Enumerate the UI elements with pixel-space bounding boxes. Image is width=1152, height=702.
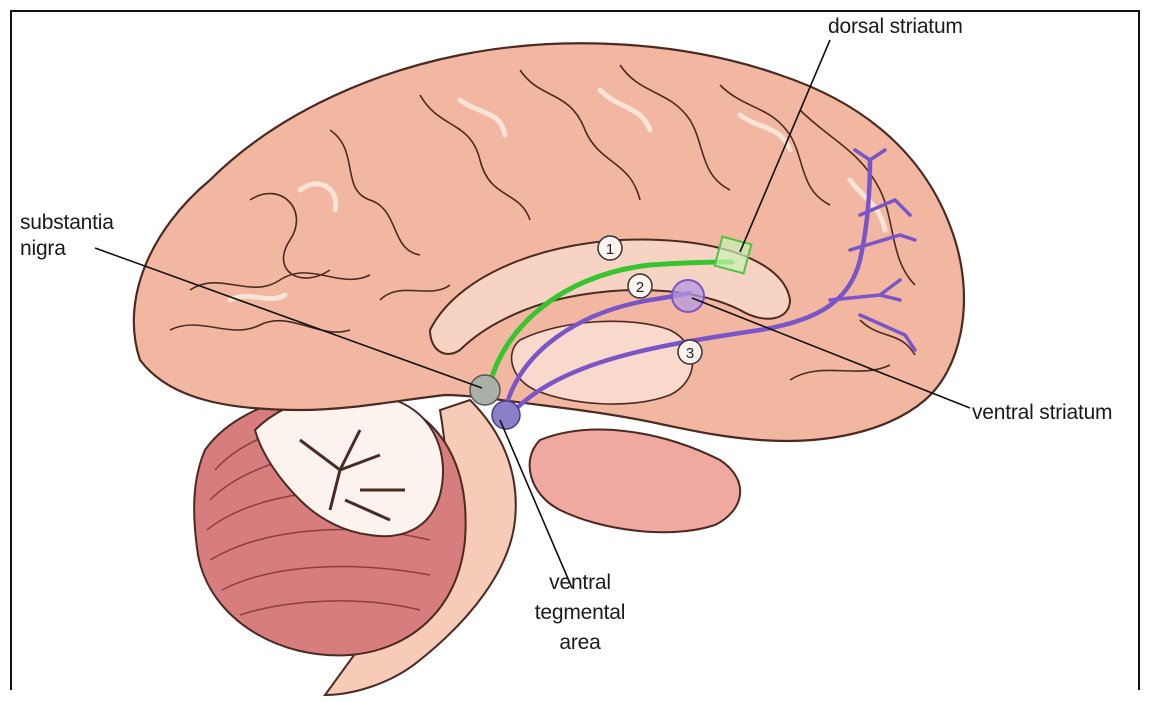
pathway-marker-2: 2: [628, 274, 652, 298]
pons: [530, 430, 741, 533]
svg-text:3: 3: [686, 345, 694, 362]
pathway-marker-3: 3: [678, 340, 702, 364]
cerebellum: [194, 392, 465, 655]
label-substantia-nigra-line1: substantia: [20, 210, 114, 236]
label-dorsal-striatum: dorsal striatum: [828, 14, 963, 40]
label-vta-line1: ventral: [520, 570, 640, 596]
label-ventral-striatum: ventral striatum: [972, 400, 1112, 426]
dorsal-striatum-node: [715, 237, 752, 274]
ventral-striatum-node: [672, 280, 704, 312]
svg-text:2: 2: [636, 279, 644, 296]
vta-node: [492, 401, 520, 429]
label-vta-line3: area: [520, 630, 640, 656]
label-vta-line2: tegmental: [520, 600, 640, 626]
substantia-nigra-node: [470, 375, 500, 405]
pathway-marker-1: 1: [598, 236, 622, 260]
svg-text:1: 1: [606, 241, 614, 258]
label-substantia-nigra-line2: nigra: [20, 236, 66, 262]
